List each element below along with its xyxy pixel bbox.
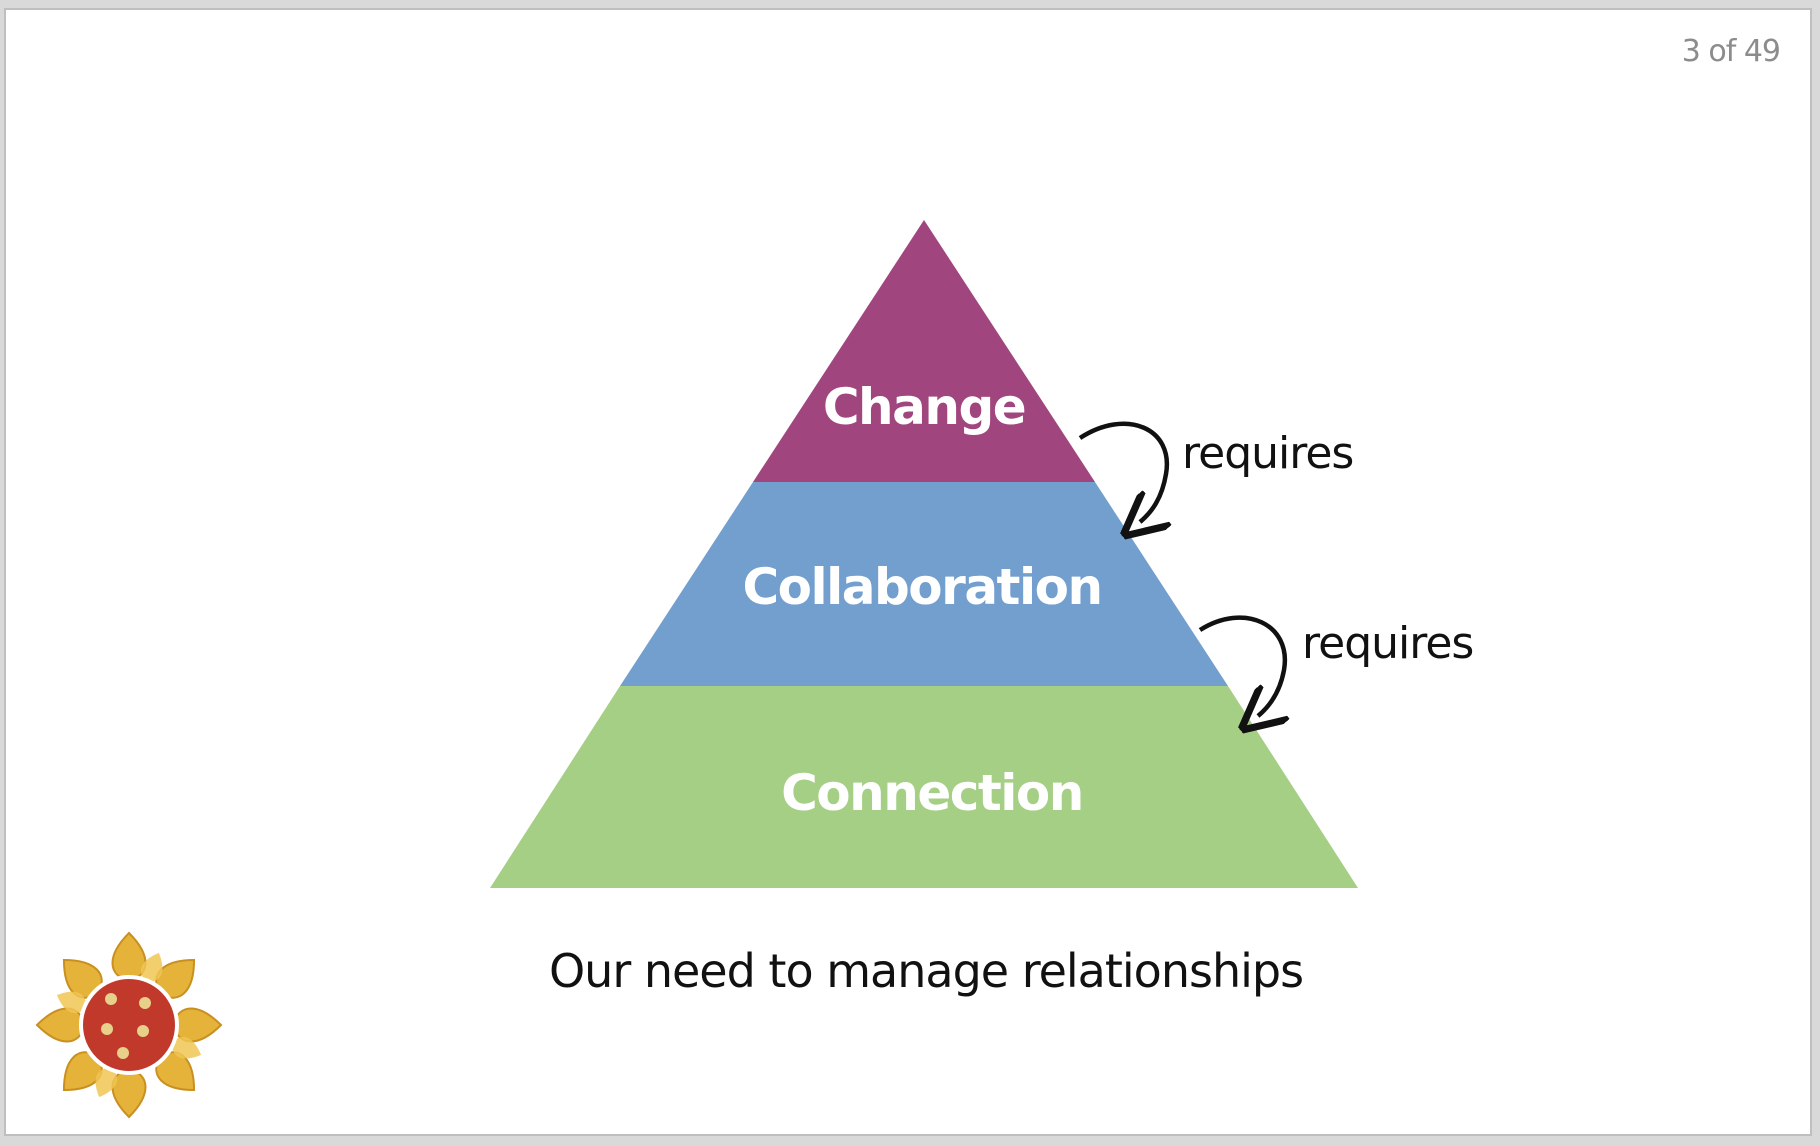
pyramid-tier-connection <box>490 686 1358 888</box>
petal <box>111 931 147 983</box>
sun-logo-icon <box>35 931 223 1119</box>
relation-label-1: requires <box>1182 428 1353 479</box>
requires-arrow-2 <box>1198 615 1285 716</box>
tier-label-collaboration: Collaboration <box>742 558 1101 616</box>
tier-label-connection: Connection <box>781 764 1083 822</box>
pyramid-diagram: Change Collaboration Connection requires… <box>490 220 1474 888</box>
requires-arrow-1 <box>1078 421 1167 522</box>
slide-caption: Our need to manage relationships <box>548 944 1304 998</box>
slide: 3 of 49 Change Collaboration Connection … <box>4 8 1812 1136</box>
page-counter: 3 of 49 <box>1681 34 1781 69</box>
tier-label-change: Change <box>823 378 1025 436</box>
pyramid-tier-change <box>753 220 1095 482</box>
relation-label-2: requires <box>1302 618 1473 669</box>
pyramid-tier-collaboration <box>620 482 1228 686</box>
